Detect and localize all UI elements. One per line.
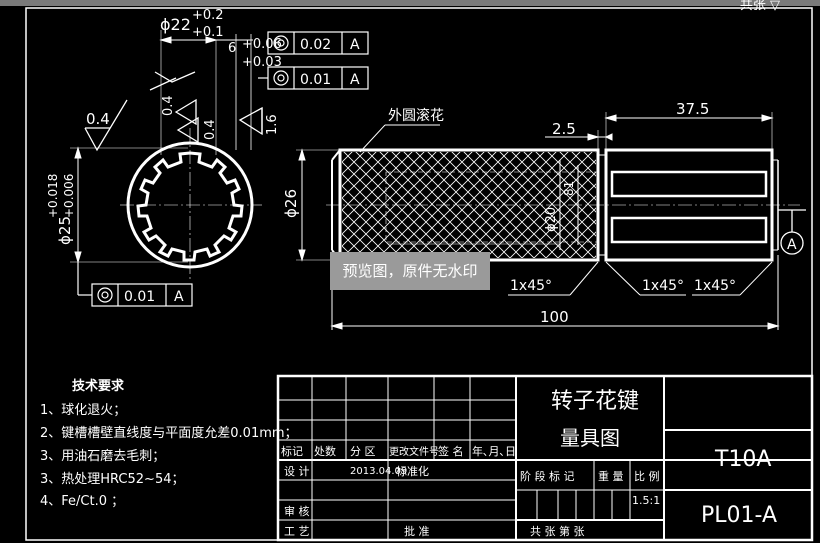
tech-req-title: 技术要求 — [72, 378, 125, 394]
header-zone: 分 区 — [350, 445, 376, 458]
roughness-symbol-right — [238, 106, 263, 136]
dim-6-tol-upper: +0.06 — [242, 37, 282, 52]
header-signature: 签 名 — [438, 444, 464, 458]
header-count: 处数 — [314, 445, 336, 458]
dim-100-text: 100 — [540, 308, 569, 326]
tech-req-item-3: 3、用油石磨去毛刺； — [40, 449, 165, 464]
dim-2-5-text: 2.5 — [552, 120, 576, 138]
dim-phi25-text: ϕ25 — [56, 216, 74, 245]
tech-req-item-2: 2、键槽槽壁直线度与平面度允差0.01mm； — [40, 425, 298, 441]
dim-6-text: 6 — [228, 41, 236, 56]
dim-phi22-tol-upper: +0.2 — [192, 8, 224, 23]
dim-phi22 — [159, 30, 253, 155]
title-block-grid — [276, 374, 814, 542]
chamfer-2-text: 1x45° — [642, 278, 684, 294]
datum-a-marker — [778, 209, 806, 255]
part-name-line-2: 量具图 — [560, 426, 620, 450]
gdt-frame-2-datum: A — [350, 72, 360, 88]
dim-37-5 — [604, 112, 774, 150]
dim-phi25-tol-upper: +0.018 — [46, 174, 60, 218]
chamfer-1-text: 1x45° — [510, 278, 552, 294]
roughness-symbol-left — [84, 99, 128, 152]
roughness-right-value: 1.6 — [265, 114, 280, 135]
label-approve: 批 准 — [404, 524, 430, 538]
sheet-count-indicator: 共张 ▽ — [739, 0, 780, 13]
knurl-leader — [359, 124, 440, 153]
tech-req-item-4: 3、热处理HRC52~54； — [40, 472, 185, 487]
spline-profile — [136, 151, 244, 262]
material-code: T10A — [714, 447, 771, 472]
header-change-doc: 更改文件号 — [389, 445, 439, 458]
gdt-frame-3-value: 0.01 — [124, 289, 155, 305]
roughness-mid-value-a: 0.4 — [161, 95, 176, 116]
dim-2-5 — [545, 130, 613, 150]
shaft-side-view — [326, 148, 800, 262]
knurl-label: 外圆滚花 — [388, 107, 444, 124]
roughness-mid-value-b: 0.4 — [203, 119, 218, 140]
dim-phi20-text: ϕ20 — [544, 207, 559, 232]
gdt-frame-2-value: 0.01 — [300, 72, 331, 88]
gdt-frame-3 — [77, 262, 193, 307]
dim-37-5-text: 37.5 — [676, 100, 709, 118]
datum-a-label: A — [787, 237, 797, 253]
dim-phi22-tol-lower: +0.1 — [192, 25, 224, 40]
preview-watermark: 预览图，原件无水印 — [330, 252, 490, 290]
dim-6-tol-lower: +0.03 — [242, 55, 282, 70]
chamfer-3-text: 1x45° — [694, 278, 736, 294]
dim-6 — [235, 34, 252, 150]
design-date: 2013.04.09 — [350, 466, 407, 477]
dim-phi26-text: ϕ26 — [282, 189, 300, 218]
label-weight: 重 量 — [598, 469, 624, 483]
tech-req-item-5: 4、Fe/Ct.0 ； — [40, 494, 124, 509]
dim-phi20 — [388, 160, 579, 250]
roughness-symbol-mid — [149, 71, 199, 144]
label-stage-mark: 阶 段 标 记 — [520, 469, 575, 483]
roughness-left-value: 0.4 — [86, 110, 110, 128]
tech-req-item-1: 1、球化退火； — [40, 403, 126, 418]
drawing-number: PL01-A — [701, 503, 777, 528]
label-design: 设 计 — [284, 465, 310, 478]
dim-100 — [330, 322, 780, 330]
gdt-frame-2 — [258, 66, 369, 90]
label-standardize: 标准化 — [396, 464, 429, 478]
dim-phi22-text: ϕ22 — [160, 15, 191, 34]
dim-phi25 — [70, 146, 188, 264]
dim-81-text: 81 — [562, 181, 576, 196]
header-mark: 标记 — [281, 444, 303, 458]
label-process: 工 艺 — [284, 525, 310, 538]
scale-value: 1.5:1 — [632, 494, 660, 507]
gdt-frame-1-datum: A — [350, 37, 360, 53]
gdt-frame-1-value: 0.02 — [300, 37, 331, 53]
gdt-frame-1 — [267, 31, 369, 55]
label-scale: 比 例 — [634, 469, 660, 483]
dim-phi25-tol-lower: +0.006 — [62, 174, 76, 218]
part-name-line-1: 转子花键 — [551, 389, 639, 414]
label-review: 审 核 — [284, 504, 310, 518]
gdt-frame-3-datum: A — [174, 289, 184, 305]
ring-section-view — [120, 128, 262, 280]
header-date: 年､月､日 — [472, 444, 516, 458]
label-sheets: 共 张 第 张 — [530, 524, 585, 538]
window-top-bar — [0, 0, 820, 6]
